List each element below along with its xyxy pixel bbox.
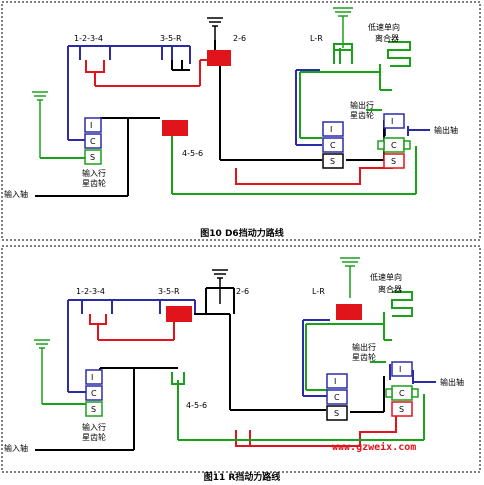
label-output-gear-1: 输出行 (352, 342, 376, 352)
diagram-r: 1-2-3-4 3-5-R 2-6 L-R 低速单向 离合器 4-5-6 输出行… (0, 244, 484, 485)
red-power-path (85, 59, 393, 185)
label-ring-output: I (334, 377, 336, 386)
clutch-456-engaged (162, 120, 188, 136)
label-clutch-456: 4-5-6 (182, 149, 203, 158)
ground-symbol (212, 269, 228, 304)
label-oneway-clutch-2: 离合器 (375, 33, 399, 43)
label-carrier-right: C (391, 141, 397, 150)
label-clutch-26: 2-6 (236, 287, 249, 296)
diagram-d6-svg: 1-2-3-4 3-5-R 2-6 L-R 低速单向 离合器 4-5-6 输出行… (1, 1, 481, 241)
blue-power-path (67, 299, 436, 397)
label-clutch-26: 2-6 (233, 34, 246, 43)
right-planetary-gearset (385, 361, 419, 417)
label-output-gear-2: 星齿轮 (352, 352, 376, 362)
ground-symbol (32, 91, 48, 158)
label-sun-output: S (334, 409, 339, 418)
label-output-shaft: 输出轴 (434, 125, 458, 135)
ground-symbol (34, 339, 50, 404)
label-clutch-456: 4-5-6 (186, 401, 207, 410)
label-oneway-clutch-1: 低速单向 (368, 22, 400, 32)
label-sun-right: S (399, 405, 404, 414)
label-clutch-lr: L-R (312, 287, 325, 296)
ground-symbol (340, 257, 360, 298)
watermark: www.gzweix.com (332, 441, 416, 453)
diagram-d6: 1-2-3-4 3-5-R 2-6 L-R 低速单向 离合器 4-5-6 输出行… (1, 1, 481, 241)
label-oneway-clutch-2: 离合器 (378, 284, 402, 294)
label-ring-input: I (90, 121, 92, 130)
label-clutch-1234: 1-2-3-4 (74, 34, 103, 43)
label-sun-input: S (90, 153, 95, 162)
label-ring-right: I (391, 117, 393, 126)
caption-d6: 图10 D6挡动力路线 (200, 227, 283, 239)
label-input-gear-1: 输入行 (82, 168, 106, 178)
label-ring-right: I (399, 365, 401, 374)
label-clutch-35r: 3-5-R (158, 287, 180, 296)
black-power-path (35, 287, 385, 451)
label-carrier-input: C (90, 137, 96, 146)
label-input-shaft: 输入轴 (4, 443, 28, 453)
label-oneway-clutch-1: 低速单向 (370, 272, 402, 282)
ground-symbol (207, 17, 223, 40)
label-carrier-input: C (91, 389, 97, 398)
label-clutch-35r: 3-5-R (160, 34, 182, 43)
red-power-path (89, 314, 397, 447)
label-ring-output: I (330, 125, 332, 134)
label-carrier-output: C (330, 141, 336, 150)
diagram-r-svg: 1-2-3-4 3-5-R 2-6 L-R 低速单向 离合器 4-5-6 输出行… (1, 245, 481, 483)
label-carrier-output: C (334, 393, 340, 402)
input-planetary-gearset (85, 369, 103, 417)
clutch-26-engaged (207, 50, 231, 66)
label-clutch-lr: L-R (310, 34, 323, 43)
label-sun-right: S (391, 157, 396, 166)
ground-symbol (333, 7, 353, 48)
clutch-35r-engaged (166, 306, 192, 322)
label-carrier-right: C (399, 389, 405, 398)
right-planetary-gearset (377, 113, 411, 169)
label-clutch-1234: 1-2-3-4 (76, 287, 105, 296)
output-planetary-gearset (322, 121, 344, 169)
label-sun-input: S (91, 405, 96, 414)
output-planetary-gearset (326, 373, 348, 421)
label-input-gear-2: 星齿轮 (82, 432, 106, 442)
label-output-gear-1: 输出行 (350, 100, 374, 110)
label-sun-output: S (330, 157, 335, 166)
label-input-gear-1: 输入行 (82, 422, 106, 432)
label-input-gear-2: 星齿轮 (82, 178, 106, 188)
green-power-path (40, 41, 417, 195)
blue-power-path (67, 45, 430, 146)
green-power-path (42, 291, 425, 441)
label-ring-input: I (91, 373, 93, 382)
input-planetary-gearset (84, 117, 102, 165)
label-input-shaft: 输入轴 (4, 189, 28, 199)
label-output-gear-2: 星齿轮 (350, 110, 374, 120)
label-output-shaft: 输出轴 (440, 377, 464, 387)
brake-lr-engaged (336, 304, 362, 320)
caption-r: 图11 R挡动力路线 (204, 471, 281, 483)
